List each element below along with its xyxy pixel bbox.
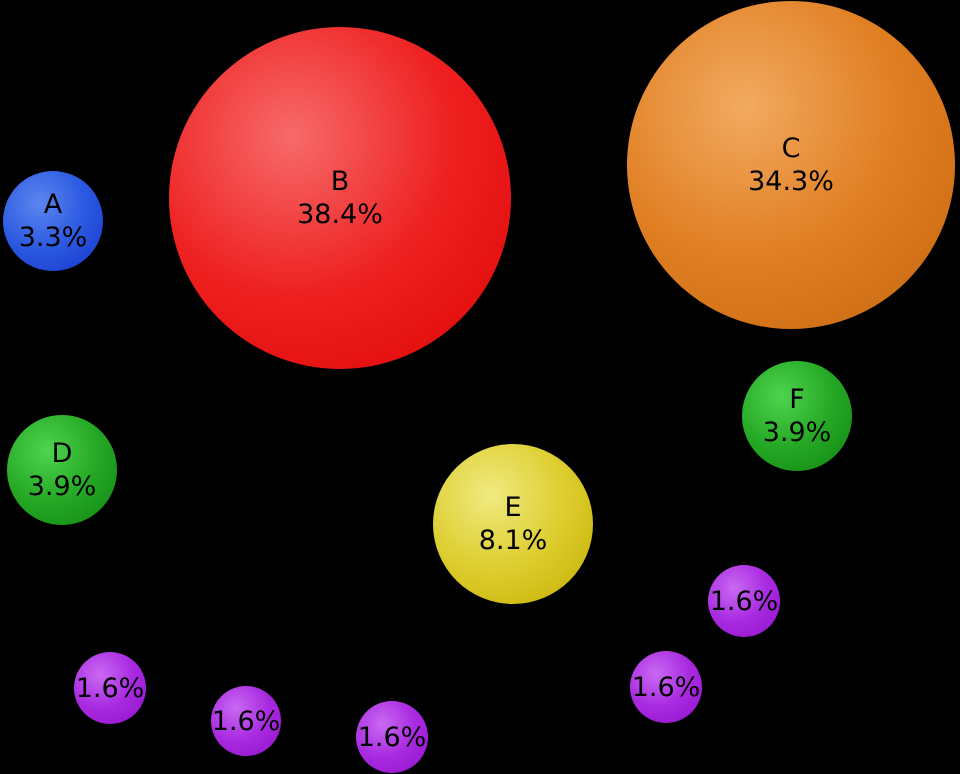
bubble-b-value: 38.4%: [297, 199, 383, 230]
bubble-c-label: C: [781, 133, 801, 164]
bubble-f: F 3.9%: [742, 361, 852, 471]
bubble-c-value: 34.3%: [748, 166, 834, 197]
bubble-small-1: 1.6%: [74, 652, 146, 724]
bubble-b-label: B: [330, 166, 350, 197]
bubble-e-label: E: [504, 492, 522, 523]
bubble-small-5-value: 1.6%: [709, 585, 779, 617]
bubble-b: B 38.4%: [169, 27, 511, 369]
bubble-small-1-value: 1.6%: [75, 672, 145, 704]
bubble-f-value: 3.9%: [762, 417, 832, 448]
bubble-e-value: 8.1%: [478, 525, 548, 556]
bubble-a-value: 3.3%: [18, 222, 88, 253]
bubble-small-5: 1.6%: [708, 565, 780, 637]
bubble-a: A 3.3%: [3, 171, 103, 271]
bubble-small-2: 1.6%: [211, 686, 281, 756]
bubble-a-label: A: [43, 189, 63, 220]
bubble-small-2-value: 1.6%: [211, 705, 281, 737]
bubble-d-label: D: [51, 438, 73, 469]
bubble-c: C 34.3%: [627, 1, 955, 329]
bubble-e: E 8.1%: [433, 444, 593, 604]
bubble-d-value: 3.9%: [27, 471, 97, 502]
bubble-small-3: 1.6%: [356, 701, 428, 773]
bubble-f-label: F: [789, 384, 805, 415]
bubble-small-3-value: 1.6%: [357, 721, 427, 753]
bubble-small-4: 1.6%: [630, 651, 702, 723]
bubble-small-4-value: 1.6%: [631, 671, 701, 703]
bubble-d: D 3.9%: [7, 415, 117, 525]
